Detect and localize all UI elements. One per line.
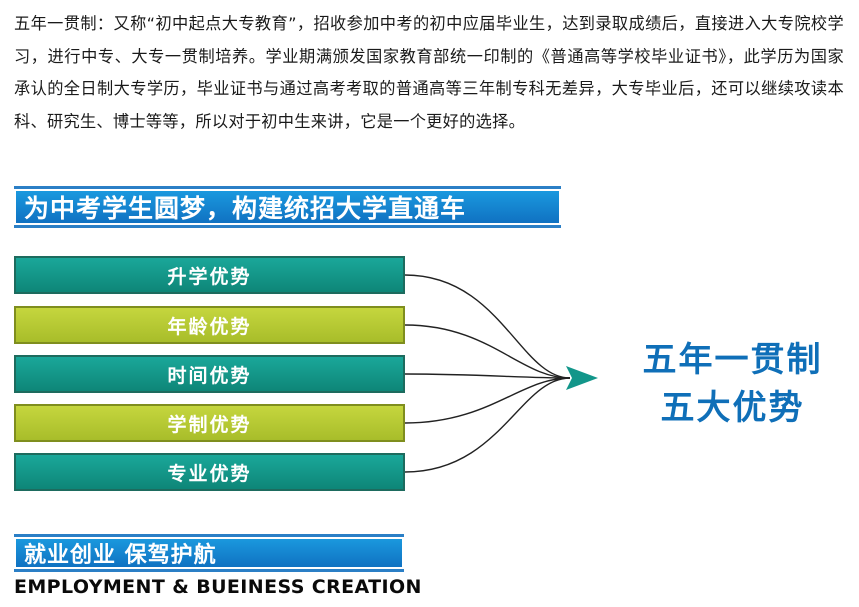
top-banner-label: 为中考学生圆梦，构建统招大学直通车	[24, 194, 467, 223]
advantage-label: 时间优势	[167, 364, 252, 387]
advantage-label: 学制优势	[167, 413, 252, 436]
advantage-bar-2: 年龄优势	[14, 306, 405, 344]
intro-paragraph: 五年一贯制：又称“初中起点大专教育”，招收参加中考的初中应届毕业生，达到录取成绩…	[14, 14, 844, 131]
connector-line-2	[404, 324, 571, 379]
advantage-bar-1: 升学优势	[14, 256, 405, 294]
headline-line-2: 五大优势	[660, 388, 805, 428]
advantage-bar-4: 学制优势	[14, 404, 405, 442]
connector-line-1	[404, 274, 571, 379]
headline: 五年一贯制 五大优势	[620, 336, 845, 432]
arrowhead-icon	[566, 366, 598, 390]
bottom-banner: 就业创业 保驾护航	[14, 534, 404, 572]
connector-line-3	[404, 373, 571, 379]
headline-line-1: 五年一贯制	[642, 340, 823, 380]
advantage-label: 升学优势	[167, 265, 252, 288]
advantage-bar-3: 时间优势	[14, 355, 405, 393]
advantage-bar-5: 专业优势	[14, 453, 405, 491]
advantage-label: 年龄优势	[167, 315, 252, 338]
top-banner: 为中考学生圆梦，构建统招大学直通车	[14, 186, 561, 228]
advantage-label: 专业优势	[167, 462, 252, 485]
footer-english: EMPLOYMENT & BUEINESS CREATION	[14, 576, 422, 598]
bottom-banner-label: 就业创业 保驾护航	[24, 543, 217, 568]
connector-line-4	[404, 377, 571, 424]
connector-line-5	[404, 377, 571, 473]
